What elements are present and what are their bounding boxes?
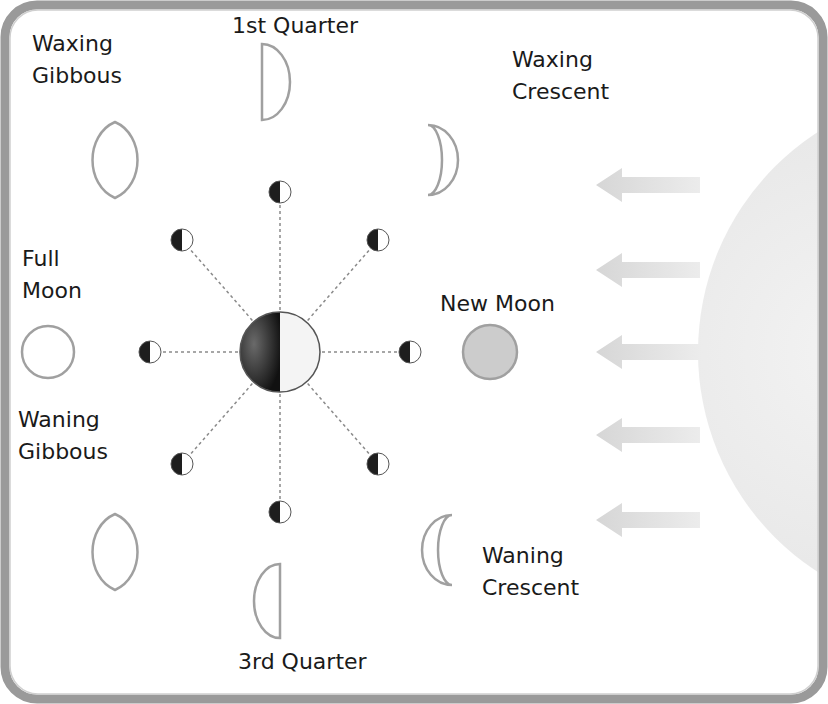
- orbit-moon: [367, 453, 389, 475]
- first-quarter-shape: [262, 44, 290, 120]
- phase-label: 1st Quarter: [232, 10, 358, 42]
- orbit-moon: [399, 341, 421, 363]
- orbit-lines: [150, 192, 410, 512]
- earth-outline: [240, 312, 320, 392]
- sunlight-arrow: [596, 168, 700, 202]
- sunlight-arrow: [596, 335, 700, 369]
- waxing-gibbous-shape: [93, 122, 138, 198]
- phase-label: Waning Crescent: [482, 540, 579, 604]
- sunlight-arrow: [596, 503, 700, 537]
- orbit-moon: [171, 229, 193, 251]
- orbit-moon: [171, 453, 193, 475]
- sun: [698, 90, 823, 614]
- third-quarter-shape: [254, 564, 280, 638]
- earth: [240, 312, 320, 392]
- waning-crescent-shape: [422, 515, 452, 585]
- waning-gibbous-shape: [93, 514, 138, 590]
- orbit-moon: [269, 501, 291, 523]
- phase-label: Full Moon: [22, 243, 82, 307]
- frame-inner-border: [10, 10, 818, 694]
- waxing-crescent-shape: [428, 125, 458, 195]
- frame-border: [5, 5, 823, 699]
- new-moon-shape: [463, 325, 517, 379]
- full-moon-shape: [22, 326, 74, 378]
- sunlight-arrow: [596, 253, 700, 287]
- phase-label: New Moon: [440, 288, 555, 320]
- earth-day-side: [280, 312, 320, 392]
- sunlight-arrow: [596, 418, 700, 452]
- orbit-moon: [367, 229, 389, 251]
- orbit-moon: [269, 181, 291, 203]
- phase-label: Waxing Crescent: [512, 44, 609, 108]
- phase-label: 3rd Quarter: [238, 646, 367, 678]
- orbit-moon: [139, 341, 161, 363]
- earth-night-side: [240, 312, 280, 392]
- phase-label: Waxing Gibbous: [32, 28, 122, 92]
- phase-label: Waning Gibbous: [18, 404, 108, 468]
- phase-shapes: [22, 44, 517, 638]
- sunlight-arrows: [596, 168, 700, 537]
- orbit-moons: [139, 181, 421, 523]
